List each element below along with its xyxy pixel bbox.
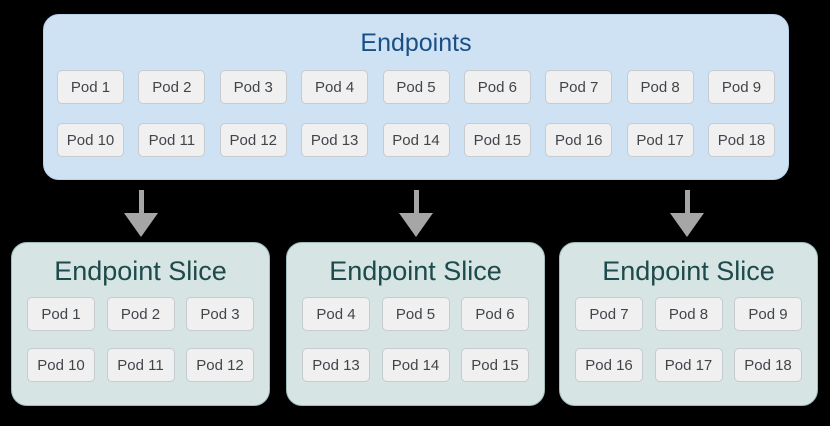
pod-box: Pod 15 [461, 348, 529, 382]
down-arrow-icon [124, 190, 158, 237]
pod-box: Pod 1 [27, 297, 95, 331]
pod-box: Pod 13 [301, 123, 369, 157]
endpoint-slice-title: Endpoint Slice [54, 256, 227, 286]
pod-box: Pod 9 [734, 297, 802, 331]
pod-box: Pod 10 [27, 348, 95, 382]
pod-box: Pod 16 [545, 123, 613, 157]
endpoints-pod-row-2: Pod 10 Pod 11 Pod 12 Pod 13 Pod 14 Pod 15 Pod … [44, 123, 788, 157]
pod-box: Pod 6 [461, 297, 529, 331]
pod-box: Pod 3 [219, 70, 287, 104]
arrow-head [124, 213, 158, 237]
pod-box: Pod 5 [381, 297, 450, 331]
slice-1-pod-row-2: Pod 10 Pod 11 Pod 12 [12, 348, 269, 382]
pod-box: Pod 13 [302, 348, 370, 382]
arrow-stem [684, 190, 690, 213]
arrow-stem [413, 190, 419, 213]
pod-box: Pod 7 [575, 297, 643, 331]
endpoints-box: Endpoints Pod 1 Pod 2 Pod 3 Pod 4 Pod 5 Pod 6… [43, 14, 789, 180]
pod-box: Pod 9 [708, 70, 775, 104]
pod-box: Pod 12 [186, 348, 254, 382]
pod-box: Pod 11 [106, 348, 175, 382]
arrow-head [399, 213, 433, 237]
pod-box: Pod 5 [382, 70, 450, 104]
pod-box: Pod 4 [301, 70, 369, 104]
pod-box: Pod 10 [57, 123, 124, 157]
pod-box: Pod 17 [654, 348, 723, 382]
pod-box: Pod 8 [654, 297, 723, 331]
pod-box: Pod 7 [545, 70, 613, 104]
slice-3-pod-row-2: Pod 16 Pod 17 Pod 18 [560, 348, 817, 382]
pod-box: Pod 11 [138, 123, 206, 157]
slice-1-pod-row-1: Pod 1 Pod 2 Pod 3 [12, 297, 269, 331]
pod-box: Pod 2 [106, 297, 175, 331]
pod-box: Pod 18 [734, 348, 802, 382]
slice-3-pod-row-1: Pod 7 Pod 8 Pod 9 [560, 297, 817, 331]
pod-box: Pod 14 [381, 348, 450, 382]
down-arrow-icon [399, 190, 433, 237]
pod-box: Pod 6 [463, 70, 531, 104]
endpoints-title: Endpoints [360, 29, 472, 57]
pod-box: Pod 15 [463, 123, 531, 157]
slice-2-pod-row-2: Pod 13 Pod 14 Pod 15 [287, 348, 544, 382]
pod-box: Pod 1 [57, 70, 124, 104]
pod-box: Pod 17 [626, 123, 694, 157]
endpoint-slice-title: Endpoint Slice [329, 256, 502, 286]
arrow-head [670, 213, 704, 237]
slice-2-pod-row-1: Pod 4 Pod 5 Pod 6 [287, 297, 544, 331]
arrow-stem [138, 190, 144, 213]
pod-box: Pod 4 [302, 297, 370, 331]
endpoint-slice-title: Endpoint Slice [602, 256, 775, 286]
pod-box: Pod 18 [708, 123, 775, 157]
pod-box: Pod 8 [626, 70, 694, 104]
pod-box: Pod 3 [186, 297, 254, 331]
endpoints-pod-row-1: Pod 1 Pod 2 Pod 3 Pod 4 Pod 5 Pod 6 Pod 7 Pod 8… [44, 70, 788, 104]
pod-box: Pod 2 [138, 70, 206, 104]
pod-box: Pod 12 [219, 123, 287, 157]
pod-box: Pod 14 [382, 123, 450, 157]
down-arrow-icon [670, 190, 704, 237]
pod-box: Pod 16 [575, 348, 643, 382]
